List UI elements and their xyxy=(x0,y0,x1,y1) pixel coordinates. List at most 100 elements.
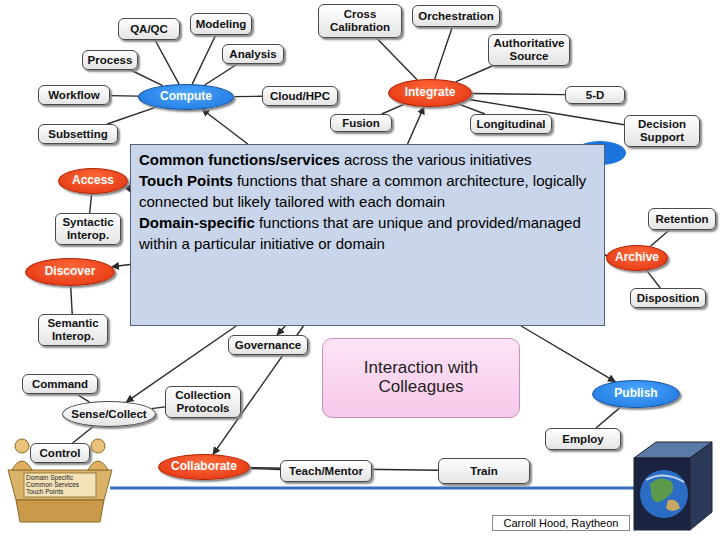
node-label: Modeling xyxy=(196,18,246,31)
node-text-group: 5-D xyxy=(586,89,605,102)
domain-ellipse: Collaborate xyxy=(158,454,250,480)
node-text-group: Longitudinal xyxy=(477,118,546,131)
link-line xyxy=(192,35,216,84)
node-label: Cloud/HPC xyxy=(270,90,330,103)
legend-paragraph: Touch Pointsfunctions that share a commo… xyxy=(139,170,596,212)
node-label: Syntactic Interop. xyxy=(60,216,116,241)
node-label: 5-D xyxy=(586,89,605,102)
node-text-group: Decision Support xyxy=(629,118,695,143)
link-line xyxy=(107,107,156,124)
function-box: Analysis xyxy=(222,44,284,64)
link-line xyxy=(458,104,485,114)
node-text-group: Interaction with Colleagues xyxy=(343,359,499,396)
function-box: Cloud/HPC xyxy=(262,86,338,106)
arrow-connector xyxy=(277,326,285,335)
node-text-group: Collaborate xyxy=(171,460,237,473)
function-box: Syntactic Interop. xyxy=(55,213,121,245)
bottom-bar xyxy=(110,487,640,490)
legend-overlay: Common functions/servicesacross the vari… xyxy=(130,144,605,326)
node-label: Fusion xyxy=(342,117,380,130)
function-box: Disposition xyxy=(630,288,706,308)
function-box: Cross Calibration xyxy=(318,4,402,38)
function-box: Retention xyxy=(648,208,716,230)
link-line xyxy=(76,394,89,402)
link-line xyxy=(152,407,165,409)
node-label: Interaction with Colleagues xyxy=(343,359,499,396)
node-text-group: Governance xyxy=(235,339,301,352)
node-text-group: Compute xyxy=(160,90,212,103)
domain-ellipse: Integrate xyxy=(388,79,472,107)
link-line xyxy=(596,407,621,428)
link-line xyxy=(205,64,238,85)
node-label: Teach/Mentor xyxy=(289,465,363,478)
arrow-connector xyxy=(112,265,130,267)
function-box: Collection Protocols xyxy=(165,386,241,418)
node-label: Retention xyxy=(655,213,708,226)
node-text-group: Subsetting xyxy=(48,128,107,141)
function-box: QA/QC xyxy=(118,18,180,40)
link-line xyxy=(131,70,163,86)
icon-label: Domain Specific xyxy=(26,474,96,481)
legend-heading: Common functions/services xyxy=(139,151,340,168)
node-label: Workflow xyxy=(48,89,100,102)
node-label: Cross Calibration xyxy=(323,8,397,33)
node-label: QA/QC xyxy=(130,23,168,36)
node-text-group: Train xyxy=(470,465,497,478)
link-line xyxy=(110,95,138,97)
node-label: Archive xyxy=(615,251,659,264)
function-box: Governance xyxy=(228,335,308,355)
link-line xyxy=(155,40,179,84)
domain-ellipse: Discover xyxy=(25,258,115,286)
link-line xyxy=(234,96,262,98)
function-box: Command xyxy=(22,374,98,394)
node-label: Compute xyxy=(160,90,212,103)
function-box: Fusion xyxy=(330,114,392,132)
node-label: Semantic Interop. xyxy=(43,317,103,342)
link-line xyxy=(472,94,565,95)
node-text-group: Archive xyxy=(615,251,659,264)
node-label: Sense/Collect xyxy=(71,408,146,421)
function-box: Semantic Interop. xyxy=(38,314,108,346)
domain-ellipse: Access xyxy=(58,168,128,194)
node-label: Collaborate xyxy=(171,460,237,473)
node-label: Orchestration xyxy=(418,10,493,23)
node-text-group: Cross Calibration xyxy=(323,8,397,33)
service-ellipse: Publish xyxy=(592,380,680,408)
function-ellipse: Sense/Collect xyxy=(62,401,156,427)
node-label: Authoritative Source xyxy=(493,37,565,62)
node-text-group: Control xyxy=(40,447,81,460)
interaction-box: Interaction with Colleagues xyxy=(322,338,520,418)
icon-label: Common Services xyxy=(26,481,96,488)
link-line xyxy=(382,104,405,114)
function-box: Employ xyxy=(545,428,621,450)
node-label: Process xyxy=(88,54,133,67)
function-box: Process xyxy=(82,50,138,70)
node-label: Train xyxy=(470,465,497,478)
node-text-group: Syntactic Interop. xyxy=(60,216,116,241)
legend-body: across the various initiatives xyxy=(340,151,532,168)
icon-label: Touch Points xyxy=(26,488,96,495)
node-text-group: Integrate xyxy=(405,86,456,99)
node-label: Integrate xyxy=(405,86,456,99)
arrow-connector xyxy=(202,109,248,144)
link-line xyxy=(456,66,493,82)
node-text-group: Sense/Collect xyxy=(71,408,146,421)
node-label: Employ xyxy=(562,433,604,446)
function-box: Workflow xyxy=(38,85,110,105)
node-label: Decision Support xyxy=(629,118,695,143)
domain-icon xyxy=(8,439,112,522)
node-text-group: Semantic Interop. xyxy=(43,317,103,342)
node-label: Access xyxy=(72,174,114,187)
node-text-group: Process xyxy=(88,54,133,67)
node-label: Discover xyxy=(45,265,96,278)
function-box: Longitudinal xyxy=(470,114,552,134)
service-ellipse: Compute xyxy=(138,84,234,110)
link-line xyxy=(377,38,418,80)
node-text-group: Retention xyxy=(655,213,708,226)
node-label: Publish xyxy=(614,387,657,400)
node-text-group: Collection Protocols xyxy=(170,389,236,414)
link-line xyxy=(647,270,661,288)
node-text-group: Cloud/HPC xyxy=(270,90,330,103)
node-text-group: Workflow xyxy=(48,89,100,102)
